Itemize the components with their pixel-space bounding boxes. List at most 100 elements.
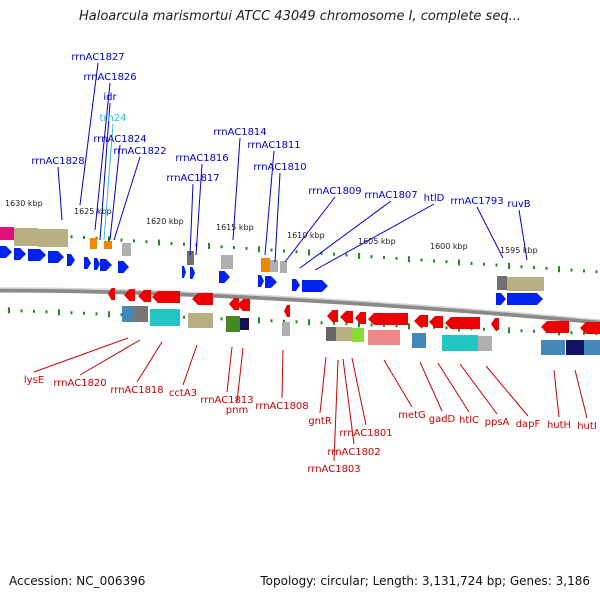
bottom-tick-mark <box>33 309 35 313</box>
bottom-tick-mark <box>8 307 10 314</box>
feature-block <box>122 306 135 322</box>
bottom-tick-mark <box>258 317 260 324</box>
genome-info-label: Topology: circular; Length: 3,131,724 bp… <box>260 574 590 588</box>
bottom-gene-leader-line <box>342 358 355 445</box>
feature-block <box>280 261 287 273</box>
forward-gene-arrow <box>94 258 100 270</box>
bottom-tick-mark <box>533 329 535 333</box>
forward-gene-arrow <box>84 257 91 269</box>
reverse-gene-arrow <box>124 289 135 301</box>
bottom-gene-label: lysE <box>24 375 44 386</box>
top-tick-mark <box>208 242 210 249</box>
top-gene-label: rrnAC1827 <box>71 52 124 63</box>
bottom-tick-mark <box>445 326 448 330</box>
bottom-gene-leader-line <box>79 339 141 376</box>
bottom-tick-mark <box>370 323 373 327</box>
reverse-gene-arrow <box>108 288 115 300</box>
reverse-gene-arrow <box>340 311 353 323</box>
reverse-gene-arrow <box>327 310 338 322</box>
bottom-tick-mark <box>395 324 398 328</box>
reverse-gene-arrow <box>541 321 569 333</box>
forward-gene-arrow <box>0 246 12 258</box>
top-gene-leader-line <box>274 172 281 263</box>
feature-block <box>134 306 148 322</box>
feature-block <box>412 333 426 348</box>
bottom-tick-mark <box>583 331 585 335</box>
forward-gene-arrow <box>190 267 195 279</box>
top-gene-leader-line <box>103 123 114 241</box>
top-tick-mark <box>183 242 185 246</box>
top-tick-mark <box>445 260 448 264</box>
top-tick-mark <box>420 258 423 262</box>
top-tick-mark <box>520 265 523 269</box>
bottom-gene-label: rrnAC1802 <box>327 447 380 458</box>
forward-gene-arrow <box>302 280 328 292</box>
top-tick-mark <box>158 239 160 246</box>
reverse-gene-arrow <box>192 293 213 305</box>
bottom-gene-leader-line <box>437 362 470 413</box>
reverse-gene-arrow <box>580 322 600 334</box>
reverse-gene-arrow <box>368 313 408 325</box>
top-tick-mark <box>458 259 460 266</box>
bottom-gene-label: hutH <box>547 420 571 431</box>
top-gene-leader-line <box>284 196 336 263</box>
top-tick-mark <box>308 249 310 256</box>
top-gene-label: trn24 <box>100 113 127 124</box>
top-gene-leader-line <box>264 150 275 256</box>
top-gene-leader-line <box>195 163 203 256</box>
top-gene-label: htlD <box>424 193 445 204</box>
feature-block <box>326 327 336 341</box>
bottom-tick-mark <box>220 317 223 321</box>
feature-block <box>270 260 278 272</box>
bottom-gene-label: gntR <box>308 416 332 427</box>
forward-gene-arrow <box>182 266 186 278</box>
top-gene-leader-line <box>232 137 241 241</box>
feature-block <box>261 258 270 272</box>
bottom-gene-leader-line <box>383 359 413 408</box>
bottom-tick-mark <box>345 322 348 326</box>
top-gene-leader-line <box>99 102 111 241</box>
top-tick-mark <box>345 253 348 257</box>
feature-block <box>507 277 544 291</box>
bottom-tick-mark <box>283 319 285 323</box>
bottom-tick-mark <box>320 321 323 325</box>
top-gene-leader-line <box>113 156 141 241</box>
top-tick-mark <box>83 236 85 239</box>
bottom-gene-leader-line <box>485 365 529 417</box>
top-gene-label: rrnAC1822 <box>113 146 166 157</box>
bottom-tick-mark <box>45 310 48 314</box>
kbp-label: 1600 kbp <box>430 242 468 251</box>
bottom-tick-mark <box>383 323 385 327</box>
top-gene-label: rrnAC1793 <box>450 196 503 207</box>
reverse-gene-arrow <box>355 312 366 324</box>
bottom-tick-mark <box>333 321 335 325</box>
feature-block <box>104 241 112 249</box>
feature-block <box>442 335 478 351</box>
feature-block <box>38 229 68 247</box>
top-tick-mark <box>408 256 410 263</box>
bottom-tick-mark <box>83 311 85 315</box>
top-tick-mark <box>545 266 548 270</box>
bottom-tick-mark <box>70 311 73 315</box>
forward-gene-arrow <box>496 293 506 305</box>
top-tick-mark <box>133 239 135 243</box>
bottom-gene-leader-line <box>419 361 443 412</box>
kbp-label: 1625 kbp <box>74 207 112 216</box>
feature-block <box>566 340 584 355</box>
forward-gene-arrow <box>258 275 264 287</box>
kbp-label: 1595 kbp <box>500 246 538 255</box>
reverse-gene-arrow <box>237 299 250 311</box>
forward-gene-arrow <box>28 249 46 261</box>
top-tick-mark <box>283 249 285 253</box>
top-tick-mark <box>495 263 498 267</box>
bottom-gene-label: dapF <box>516 419 541 430</box>
feature-block <box>282 322 290 336</box>
feature-block <box>14 228 38 246</box>
kbp-label: 1605 kbp <box>358 237 396 246</box>
reverse-gene-arrow <box>152 291 180 303</box>
top-gene-leader-line <box>476 206 504 259</box>
top-tick-mark <box>333 252 335 256</box>
top-tick-mark <box>108 236 110 243</box>
feature-block <box>541 340 565 355</box>
